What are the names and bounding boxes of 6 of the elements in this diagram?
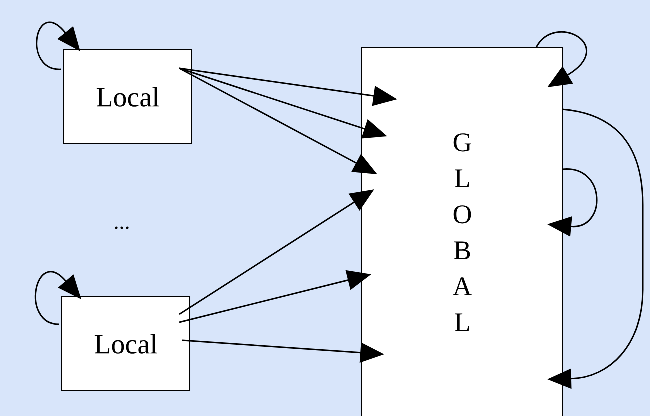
process-box: Local [64, 50, 192, 144]
ellipsis-label: ... [115, 226, 129, 230]
loop-arrow [36, 22, 80, 70]
process-box: GLOBAL [362, 48, 564, 416]
process-box: Local [62, 296, 190, 392]
loop-arrow [536, 32, 588, 88]
